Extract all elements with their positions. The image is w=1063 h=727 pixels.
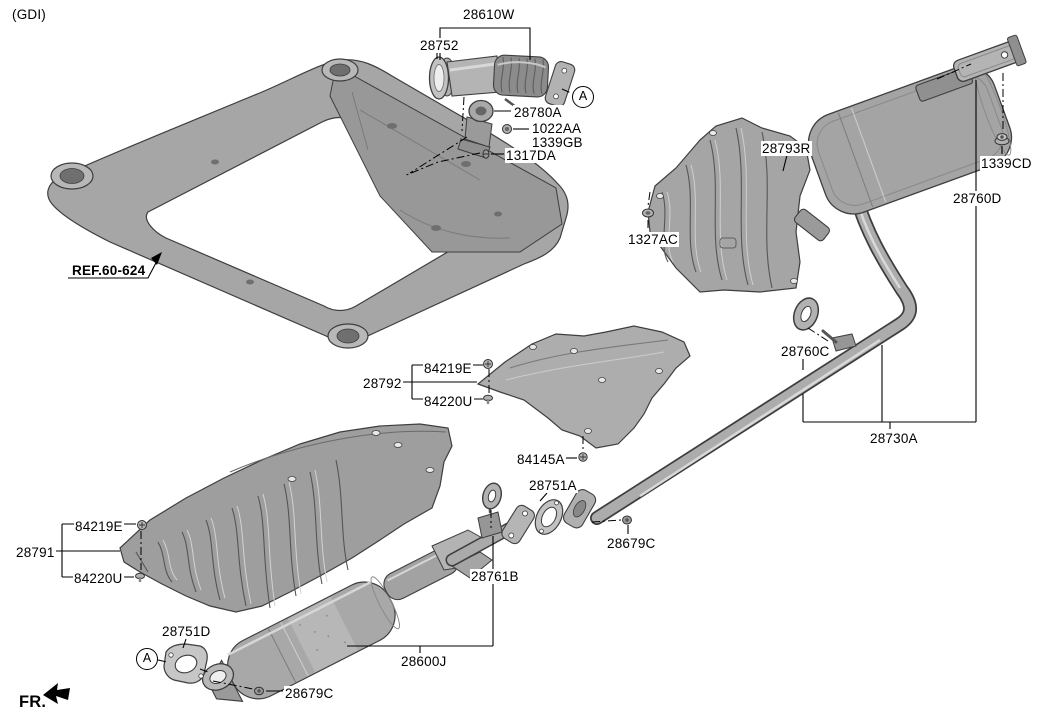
hanger-bracket-28760D: [952, 34, 1027, 82]
rear-muffler-body: [807, 64, 1013, 215]
part-label-1022AA: 1022AA: [531, 121, 583, 136]
part-label-1327AC: 1327AC: [627, 232, 679, 247]
part-label-28679C-2: 28679C: [284, 686, 335, 701]
part-label-1317DA: 1317DA: [505, 148, 557, 163]
screw-84145A: [578, 452, 588, 462]
part-label-28751D: 28751D: [161, 624, 212, 639]
part-label-28761B: 28761B: [470, 569, 520, 584]
part-label-28730A: 28730A: [869, 431, 919, 446]
part-label-28600J: 28600J: [400, 654, 448, 669]
part-label-28760C: 28760C: [780, 344, 831, 359]
hanger-bracket-28761B: [477, 482, 503, 539]
subframe-reference-label: REF.60-624: [72, 263, 146, 278]
part-label-84145A: 84145A: [516, 452, 566, 467]
engine-variant-note: (GDI): [12, 7, 46, 22]
part-label-28751A: 28751A: [528, 478, 578, 493]
part-label-28752: 28752: [419, 38, 460, 53]
part-label-84219E-2: 84219E: [74, 519, 124, 534]
subframe-bushing-bottom: [327, 323, 369, 349]
ref-arrowhead: [151, 252, 162, 265]
flange-gasket-28751A: [534, 499, 564, 535]
part-label-28792: 28792: [362, 376, 403, 391]
subframe-bushing-left: [50, 162, 94, 190]
heat-shield-front-28791: [119, 423, 453, 613]
hanger-pin-bracket-rear: [821, 329, 857, 352]
fr-direction-arrow: [43, 683, 70, 704]
tailpipe-stub: [793, 208, 831, 242]
nut-28679C-center: [622, 515, 632, 525]
clip-84219E-front: [137, 520, 147, 530]
subframe-bushing-top: [321, 58, 359, 82]
part-label-28610W: 28610W: [462, 7, 516, 22]
part-label-84220U-1: 84220U: [423, 394, 474, 409]
view-marker-A-2: A: [136, 648, 158, 670]
part-label-28793R: 28793R: [761, 141, 812, 156]
support-bracket-28780A: [457, 99, 494, 159]
leader-lines: [54, 27, 1003, 692]
assembly-dash-lines: [140, 63, 1004, 690]
heat-shield-center-28792: [476, 325, 691, 449]
clip-84219E-center: [483, 359, 493, 369]
part-label-28679C-1: 28679C: [606, 536, 657, 551]
outlet-flange: [544, 60, 576, 108]
view-marker-A-1: A: [572, 86, 594, 108]
part-label-1339GB: 1339GB: [531, 135, 584, 150]
nut-1022AA: [502, 124, 512, 134]
part-label-28760D: 28760D: [952, 191, 1003, 206]
part-label-1339CD: 1339CD: [980, 156, 1033, 171]
catalytic-converter-assembly: [428, 54, 576, 109]
front-direction-label: FR.: [19, 693, 47, 711]
pin-84220U-center: [483, 394, 493, 404]
front-subframe-crossmember: [47, 58, 569, 349]
washer-nut-1327AC: [642, 208, 654, 218]
part-label-84220U-2: 84220U: [73, 571, 124, 586]
front-pipe-outlet-flange: [501, 504, 535, 545]
nut-1339CD: [994, 133, 1010, 146]
part-label-84219E-1: 84219E: [423, 361, 473, 376]
rear-pipe-inlet-flange: [562, 489, 597, 529]
nut-28679C-bottom: [254, 686, 264, 696]
part-label-28780A: 28780A: [513, 105, 563, 120]
flange-gasket-28751D: [163, 643, 208, 684]
front-muffler-assembly: [201, 504, 535, 702]
bolt-1317DA: [482, 149, 490, 159]
pin-84220U-front: [135, 572, 145, 582]
center-rear-exhaust-pipe: [590, 189, 917, 525]
part-label-28791: 28791: [15, 545, 56, 560]
hanger-rubber-28760C: [792, 297, 820, 331]
